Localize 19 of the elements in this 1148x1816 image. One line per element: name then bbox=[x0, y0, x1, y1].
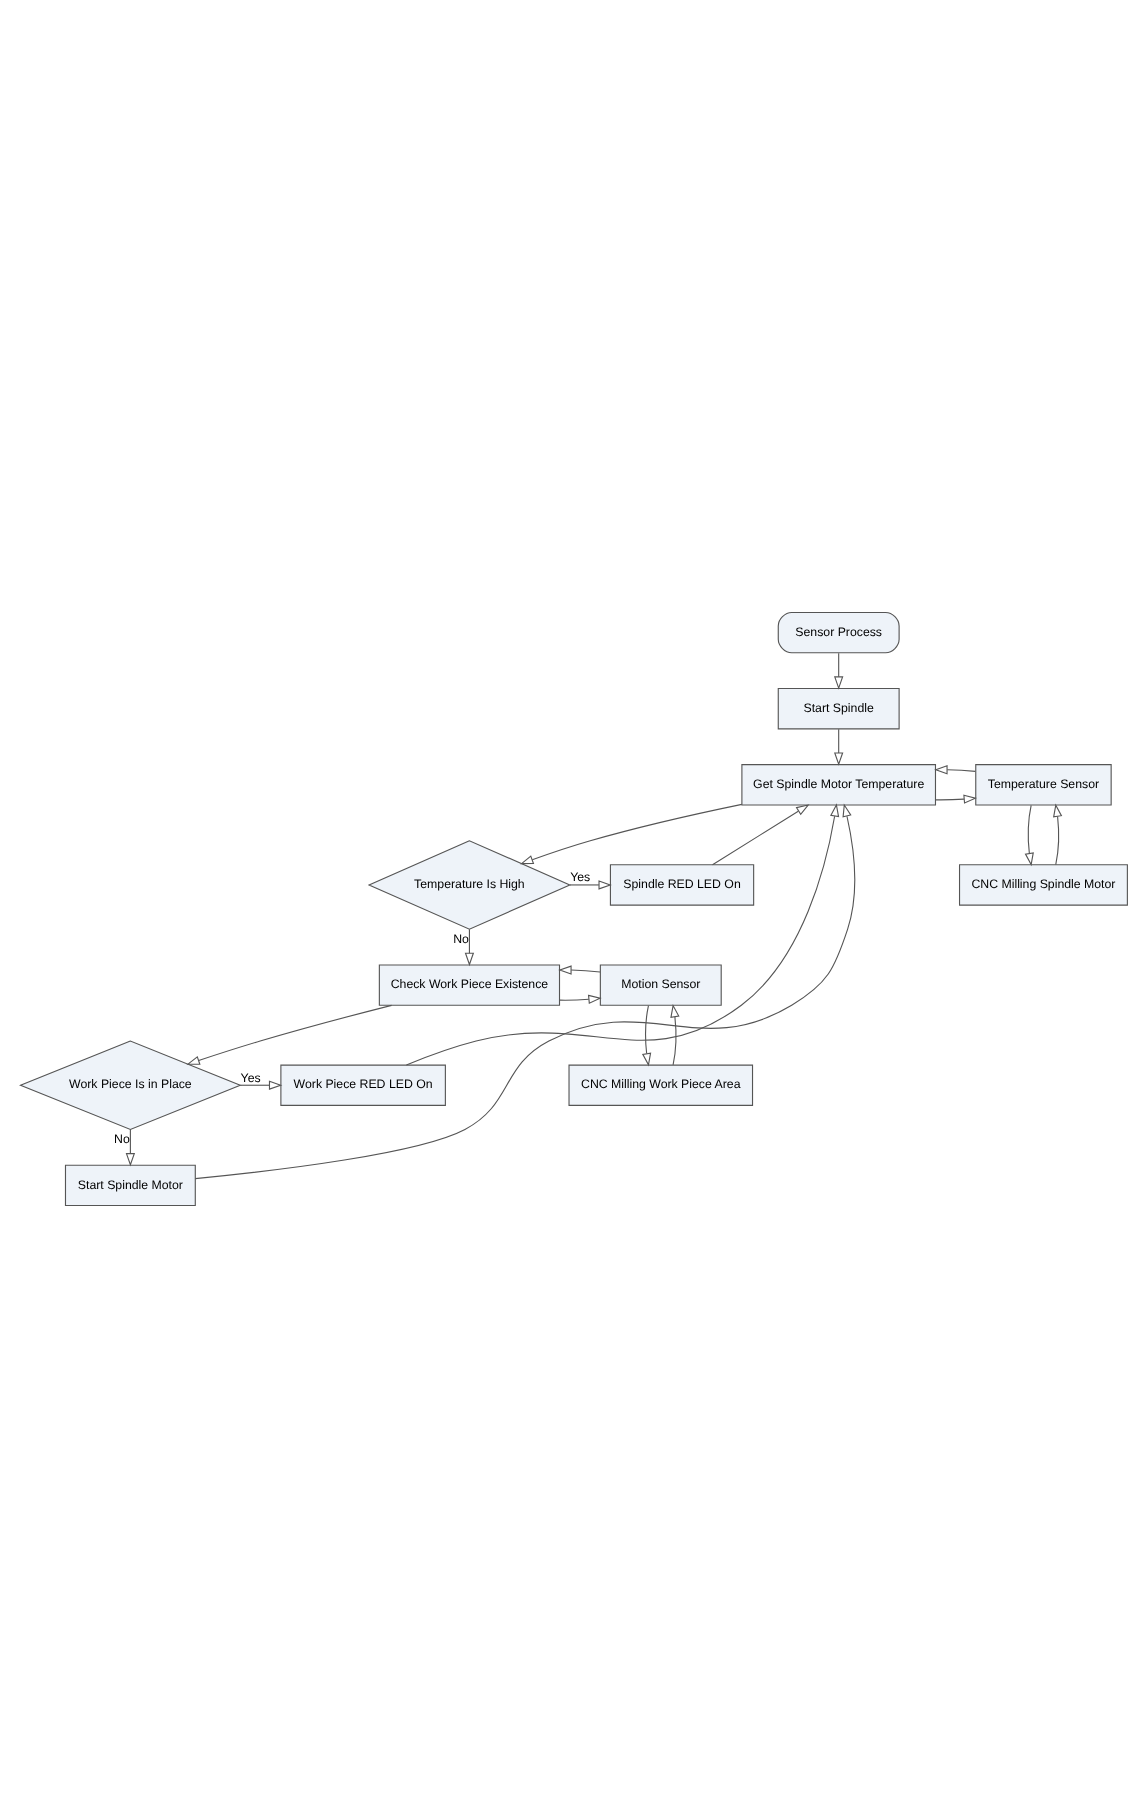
arrow bbox=[834, 651, 844, 689]
arrow bbox=[935, 793, 978, 803]
arrow bbox=[464, 927, 475, 966]
arrow bbox=[569, 879, 612, 889]
arrow bbox=[239, 1079, 283, 1089]
arrow bbox=[558, 964, 601, 974]
arrow bbox=[1053, 802, 1063, 865]
arrow bbox=[194, 802, 856, 1179]
arrow bbox=[641, 1004, 652, 1066]
arrow bbox=[125, 1128, 136, 1166]
arrow bbox=[405, 802, 840, 1065]
arrow bbox=[670, 1002, 680, 1065]
arrow bbox=[711, 803, 810, 865]
arrow bbox=[1024, 803, 1034, 866]
arrow bbox=[834, 727, 844, 765]
arrow bbox=[520, 802, 743, 864]
arrow bbox=[559, 993, 602, 1003]
arrow bbox=[934, 764, 976, 774]
arrow bbox=[186, 1003, 393, 1064]
